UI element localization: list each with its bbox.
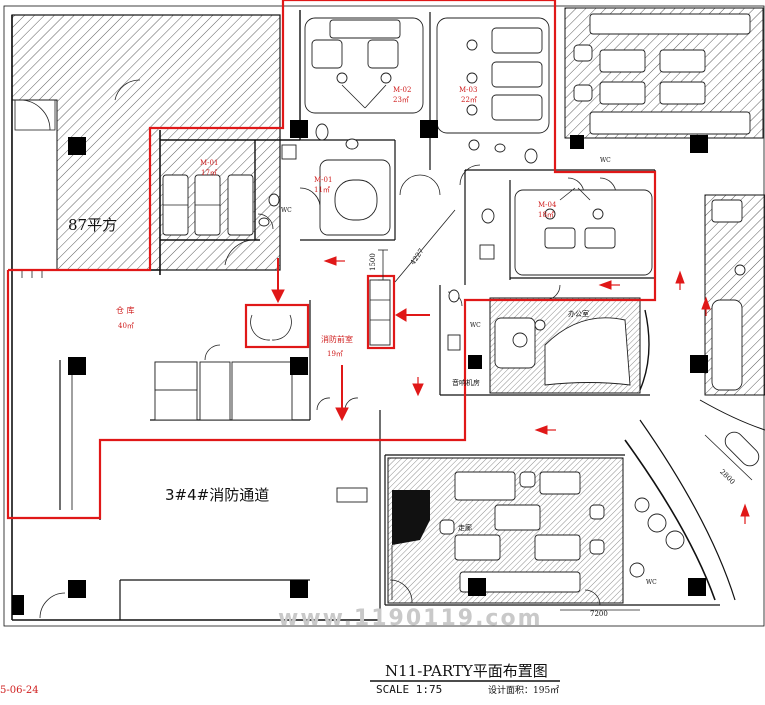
label-machine-room: 音响机房: [452, 378, 480, 387]
label-wc-3: WC: [646, 579, 657, 586]
label-wc-2: WC: [470, 322, 481, 329]
label-m03: M-03: [459, 86, 477, 94]
room-labels: 87平方 仓 库 40㎡ 消防前室 19㎡ 3#4#消防通道 M-01 17㎡ …: [68, 86, 657, 586]
dim-7200: 7200: [590, 610, 608, 618]
dim-4227: 4227: [409, 247, 426, 266]
label-area-87: 87平方: [68, 216, 117, 234]
label-fire-lobby-area: 19㎡: [327, 350, 343, 358]
label-warehouse: 仓 库: [116, 305, 135, 315]
red-box-lobby-door: [244, 303, 310, 349]
design-area: 设计面积：195㎡: [488, 684, 559, 696]
label-office: 办公室: [568, 309, 589, 318]
date-fragment: 5-06-24: [0, 685, 39, 696]
hatch-small-1: [11, 99, 58, 271]
arrows: [271, 256, 750, 524]
label-wc-4: WC: [281, 207, 292, 214]
watermark-text: www.1190119.com: [278, 606, 543, 631]
label-m04-area: 18㎡: [538, 211, 554, 219]
label-m01b: M-01: [314, 176, 332, 184]
dim-1500: 1500: [369, 253, 377, 271]
furniture: [21, 13, 760, 600]
dim-2800: 2800: [718, 468, 736, 486]
drawing-title: N11-PARTY平面布置图: [385, 662, 548, 680]
label-m01b-area: 11㎡: [314, 186, 330, 194]
label-m02-area: 23㎡: [393, 96, 409, 104]
label-m04: M-04: [538, 201, 557, 209]
label-m01: M-01: [200, 159, 218, 167]
red-box-fire-cabinet: [366, 274, 396, 350]
highlight-outlines: [6, 0, 657, 520]
label-fire-lobby: 消防前室: [321, 334, 353, 344]
label-m03-area: 22㎡: [461, 96, 477, 104]
columns: [12, 120, 708, 615]
label-fire-passage: 3#4#消防通道: [165, 486, 269, 504]
label-warehouse-area: 40㎡: [118, 322, 134, 330]
label-corridor: 走廊: [458, 523, 472, 532]
title-block: N11-PARTY平面布置图 SCALE 1:75 设计面积：195㎡ 5-06…: [0, 662, 560, 696]
dimension-lines: [378, 209, 753, 611]
red-route-outline: [6, 0, 657, 520]
label-wc-1: WC: [600, 157, 611, 164]
drawing-scale: SCALE 1:75: [376, 683, 442, 696]
label-m02: M-02: [393, 86, 411, 94]
label-m01-area: 17㎡: [201, 169, 217, 177]
